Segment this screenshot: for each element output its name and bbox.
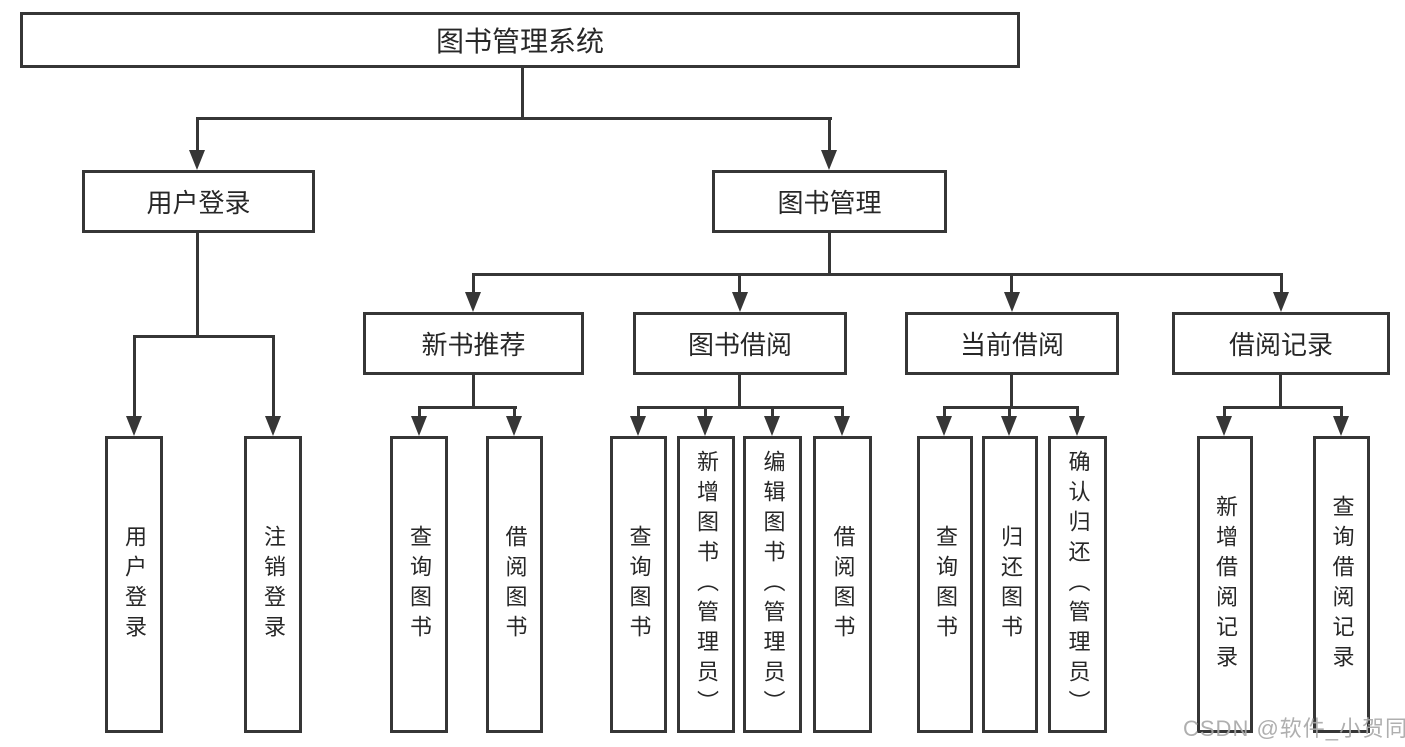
arrow-down-icon [764,416,780,436]
arrow-down-icon [936,416,952,436]
node-book-borrow: 图书借阅 [633,312,847,375]
arrow-down-icon [821,150,837,170]
leaf-query-borrow-record-label: 查询借阅记录 [1329,494,1355,675]
node-book-management-label: 图书管理 [777,188,882,218]
arrow-down-icon [465,292,481,312]
node-borrow-records: 借阅记录 [1172,312,1390,375]
leaf-borrow-books-label: 借阅图书 [830,524,856,645]
edge-user-login-branch [133,335,275,338]
edge-borrow-records-stem [1279,375,1282,406]
node-current-borrow: 当前借阅 [905,312,1119,375]
node-book-management: 图书管理 [712,170,947,233]
leaf-query-books-borrow-label: 查询图书 [626,524,652,645]
edge-root-branch [196,117,832,120]
leaf-query-books-borrow: 查询图书 [610,436,667,733]
arrow-down-icon [411,416,427,436]
edge-leaf [637,406,640,418]
edge-to-book-management [828,117,831,153]
leaf-add-borrow-record-label: 新增借阅记录 [1213,494,1238,675]
leaf-edit-book-admin: 编辑图书（管理员） [743,436,802,733]
arrow-down-icon [1004,292,1020,312]
edge-book-management-stem [828,233,831,273]
edge-leaf [1223,406,1226,418]
arrow-down-icon [1273,292,1289,312]
edge-to-user-login [196,117,199,153]
leaf-borrow-books: 借阅图书 [813,436,872,733]
csdn-watermark: CSDN @软件_小贺同学 [1183,716,1405,741]
arrow-down-icon [1216,416,1232,436]
edge-leaf [1076,406,1079,418]
leaf-confirm-return-admin: 确认归还（管理员） [1048,436,1107,733]
node-user-login: 用户登录 [82,170,315,233]
leaf-logout-label: 注销登录 [261,524,286,645]
edge-to-book-borrow [738,273,741,294]
node-new-book-recommend: 新书推荐 [363,312,584,375]
leaf-user-login-label: 用户登录 [122,524,147,645]
edge-root-stem [521,68,524,117]
edge-book-borrow-stem [738,375,741,406]
leaf-return-book: 归还图书 [982,436,1038,733]
arrow-down-icon [126,416,142,436]
arrow-down-icon [732,292,748,312]
node-book-borrow-label: 图书借阅 [687,330,792,360]
node-root-label: 图书管理系统 [435,26,604,57]
edge-user-login-stem [196,233,199,335]
leaf-user-login: 用户登录 [105,436,163,733]
edge-borrow-records-branch [1223,406,1343,409]
leaf-add-book-admin: 新增图书（管理员） [677,436,735,733]
edge-new-book-branch [418,406,517,409]
leaf-query-books-recommend-label: 查询图书 [407,524,432,645]
arrow-down-icon [1069,416,1085,436]
leaf-confirm-return-admin-label: 确认归还（管理员） [1065,449,1091,720]
leaf-query-books-current: 查询图书 [917,436,973,733]
arrow-down-icon [265,416,281,436]
arrow-down-icon [189,150,205,170]
arrow-down-icon [1001,416,1017,436]
leaf-borrow-books-recommend: 借阅图书 [486,436,543,733]
edge-leaf [771,406,774,418]
edge-leaf [841,406,844,418]
arrow-down-icon [697,416,713,436]
edge-current-borrow-stem [1010,375,1013,406]
node-current-borrow-label: 当前借阅 [959,330,1064,360]
edge-leaf [418,406,421,418]
node-root: 图书管理系统 [20,12,1020,68]
edge-to-borrow-records [1280,273,1283,294]
edge-leaf [513,406,516,418]
edge-book-borrow-branch [637,406,844,409]
edge-to-new-book [472,273,475,294]
edge-book-management-branch [472,273,1283,276]
arrow-down-icon [834,416,850,436]
leaf-edit-book-admin-label: 编辑图书（管理员） [760,449,786,720]
leaf-add-borrow-record: 新增借阅记录 [1197,436,1253,733]
leaf-query-books-recommend: 查询图书 [390,436,448,733]
arrow-down-icon [1333,416,1349,436]
edge-leaf [1008,406,1011,418]
leaf-add-book-admin-label: 新增图书（管理员） [694,449,719,720]
edge-current-borrow-branch [943,406,1079,409]
edge-to-leaf-logout [272,335,275,418]
edge-to-leaf-user-login [133,335,136,418]
edge-to-current-borrow [1010,273,1013,294]
edge-leaf [1340,406,1343,418]
leaf-query-borrow-record: 查询借阅记录 [1313,436,1370,733]
edge-leaf [704,406,707,418]
leaf-return-book-label: 归还图书 [998,524,1023,645]
node-borrow-records-label: 借阅记录 [1228,330,1333,360]
node-new-book-recommend-label: 新书推荐 [421,330,526,360]
arrow-down-icon [630,416,646,436]
arrow-down-icon [506,416,522,436]
edge-new-book-stem [472,375,475,406]
leaf-borrow-books-recommend-label: 借阅图书 [502,524,528,645]
node-user-login-label: 用户登录 [146,188,251,218]
edge-leaf [943,406,946,418]
leaf-query-books-current-label: 查询图书 [933,524,958,645]
leaf-logout: 注销登录 [244,436,302,733]
